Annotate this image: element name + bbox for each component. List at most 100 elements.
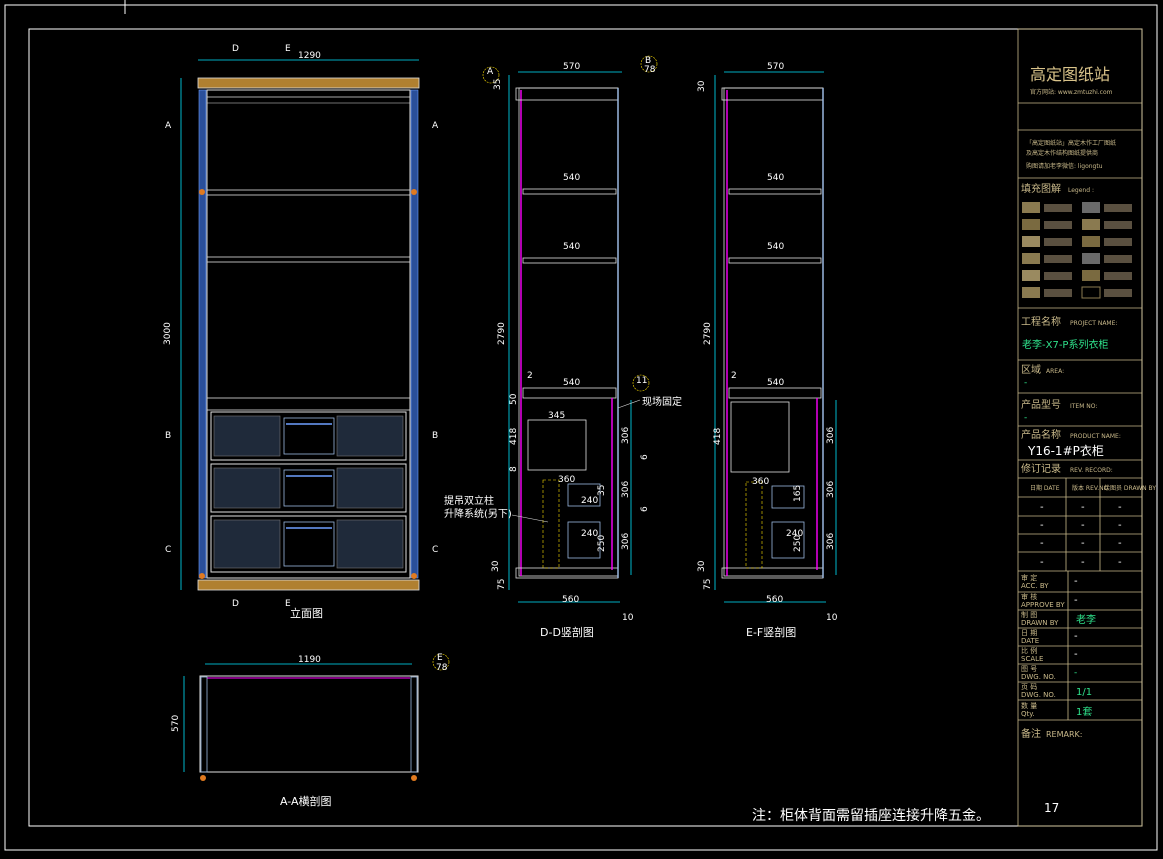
dd-shelf-dim-2: 540 (563, 242, 580, 252)
elev-mark-e-top: E (285, 44, 291, 54)
elev-mesh-panel (213, 519, 281, 569)
tb-rev-cell: - (1081, 538, 1085, 549)
ef-right-306-1: 306 (826, 427, 836, 444)
tb-rev-header-rev: 版本 REV.NO (1072, 484, 1109, 492)
elev-shelf-2 (206, 256, 411, 263)
elev-mark-a-right: A (432, 121, 439, 131)
tb-field-value: - (1074, 631, 1078, 642)
legend-text (1104, 221, 1132, 229)
tb-rev-cell: - (1118, 502, 1122, 513)
tb-field-value: - (1074, 576, 1078, 587)
dd-detail-bubble (482, 66, 500, 84)
dd-shelf-2 (522, 257, 617, 264)
tb-item-value: - (1024, 413, 1027, 423)
tb-field-en: ACC. BY (1021, 582, 1049, 590)
dd-leader (617, 399, 641, 409)
dd-top-dim: 570 (563, 62, 580, 72)
tb-item-en: ITEM NO: (1070, 403, 1097, 410)
dd-right-6-2: 6 (640, 506, 650, 512)
dd-bottom-board (515, 567, 619, 579)
tb-field-value: 1套 (1076, 705, 1092, 718)
ef-inner-250: 250 (793, 535, 803, 552)
dd-top-board (515, 87, 619, 101)
tb-area-en: AREA: (1046, 368, 1064, 375)
tb-desc-1: 「高定图纸站」高定木作工厂图纸 (1026, 139, 1116, 147)
sheet-number: 17 (1044, 801, 1059, 815)
dd-drawer-box (567, 483, 601, 507)
tb-rev-en: REV. RECORD: (1070, 467, 1113, 474)
tb-rev-header-drawn: 绘图员 DRAWN BY (1104, 484, 1156, 492)
legend-text (1044, 272, 1072, 280)
dd-left-dim-2790: 2790 (497, 322, 507, 345)
legend-text (1104, 204, 1132, 212)
tb-rev-cell: - (1040, 520, 1044, 531)
tb-field-en: SCALE (1021, 655, 1043, 663)
plan-detail-num: 78 (436, 663, 448, 673)
elev-drawer-front (283, 521, 335, 567)
elev-mark-d-top: D (232, 44, 239, 54)
elev-drawer-front (283, 417, 335, 455)
dd-left-dim-30: 30 (491, 560, 501, 572)
dd-right-306-1: 306 (621, 427, 631, 444)
ef-bottom-560: 560 (766, 595, 783, 605)
dd-shelf-1 (522, 188, 617, 195)
elev-mark-a-left: A (165, 121, 172, 131)
ef-left-30-top: 30 (697, 80, 707, 92)
ef-inner-240: 240 (786, 529, 803, 539)
tb-field-en: Qty. (1021, 710, 1035, 718)
dd-inner-240-2: 240 (581, 529, 598, 539)
tb-contact: 购图请加老李微信: ligongtu (1026, 162, 1103, 170)
dd-leader (511, 514, 549, 523)
legend-text (1044, 289, 1072, 297)
dd-top-dim-78: 78 (644, 65, 656, 75)
outer-frame (4, 4, 1158, 851)
dd-ref-b: B (645, 56, 651, 66)
tb-legend-en: Legend : (1068, 187, 1094, 194)
legend-swatch (1082, 219, 1100, 230)
tb-field-label: 审 定 (1021, 573, 1037, 582)
elev-mesh-panel (213, 415, 281, 457)
elev-mesh-panel (213, 467, 281, 509)
ef-right-306-2: 306 (826, 481, 836, 498)
dd-inner-240-1: 240 (581, 496, 598, 506)
legend-text (1044, 255, 1072, 263)
elev-shelf-3 (206, 397, 411, 411)
tb-remark-label: 备注 (1021, 727, 1041, 740)
tb-field-label: 审 核 (1021, 592, 1037, 601)
legend-swatch (1022, 236, 1040, 247)
dd-bottom-560: 560 (562, 595, 579, 605)
tb-frame (1017, 28, 1143, 827)
elev-mesh-panel (336, 415, 404, 457)
tb-legend-swatches (1022, 202, 1132, 299)
elev-top-board (197, 77, 420, 89)
legend-swatch (1082, 202, 1100, 213)
plan-outline (199, 675, 419, 773)
tb-area-label: 区域 (1021, 363, 1041, 376)
ef-left-418: 418 (713, 428, 723, 445)
legend-text (1044, 204, 1072, 212)
section-ef-view: 570 540 540 540 30 2790 418 30 75 2 360 … (697, 62, 838, 639)
legend-swatch (1022, 253, 1040, 264)
elev-title: 立面图 (290, 606, 323, 620)
tb-field-en: APPROVE BY (1021, 601, 1065, 609)
elev-drawers (210, 411, 407, 573)
ef-shelf-2 (728, 257, 822, 264)
plan-foot (411, 775, 417, 781)
dd-inner-360: 360 (558, 475, 575, 485)
tb-field-label: 制 图 (1021, 610, 1037, 619)
plan-right-post (410, 676, 418, 773)
tb-product-label: 产品名称 (1021, 428, 1061, 441)
tb-area-value: - (1024, 378, 1027, 388)
elev-mark-d-bot: D (232, 599, 239, 609)
dd-ref-a: A (487, 67, 494, 77)
tb-desc-2: 及高定木作结构图纸提供商 (1026, 149, 1098, 157)
tb-field-en: DWG. NO. (1021, 673, 1056, 681)
ef-inner-165: 165 (793, 485, 803, 502)
inner-frame (28, 28, 1143, 827)
dd-right-306-3: 306 (621, 533, 631, 550)
elev-drawer-2 (210, 463, 407, 513)
tb-item-label: 产品型号 (1021, 398, 1061, 411)
elev-mark-b-right: B (432, 431, 438, 441)
tb-field-value: 老李 (1076, 613, 1096, 626)
